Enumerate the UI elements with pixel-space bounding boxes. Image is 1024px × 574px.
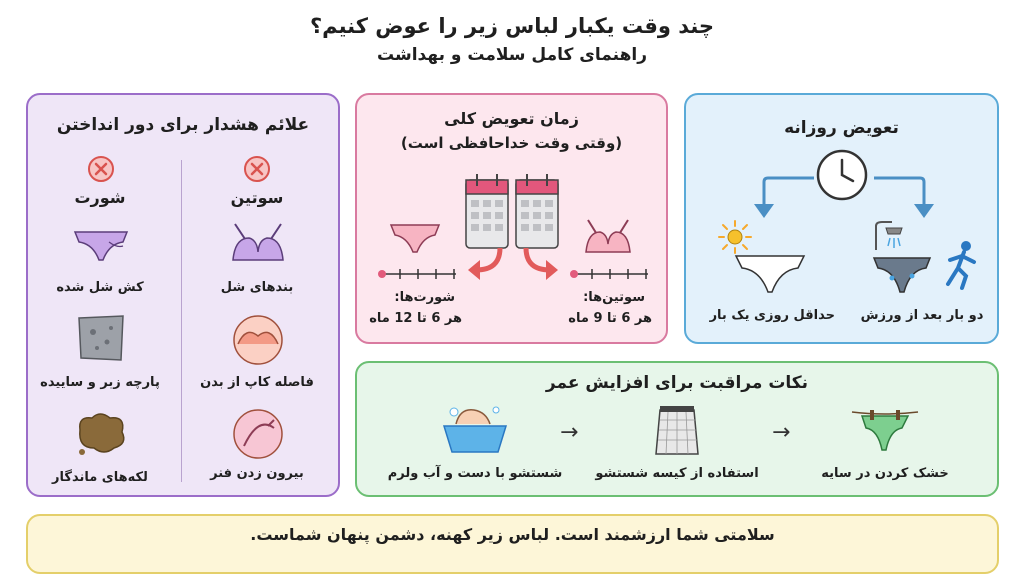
- page-title: چند وقت یکبار لباس زیر را عوض کنیم؟: [309, 14, 715, 38]
- care-step: خشک کردن در سایه: [821, 466, 949, 481]
- sun-icon: [718, 220, 752, 254]
- flow-arrow: →: [772, 420, 791, 445]
- stain-icon: [79, 413, 125, 455]
- footer-text: سلامتی شما ارزشمند است. لباس زیر کهنه، د…: [250, 525, 775, 544]
- shower-icon: [875, 221, 903, 250]
- flow-arrow: →: [560, 420, 579, 445]
- replacement-panel: [355, 93, 668, 344]
- panties-icon: [389, 224, 441, 253]
- panties-label: شورت‌ها:: [394, 290, 455, 305]
- wash-bag-icon: [655, 406, 699, 455]
- daily-panel: [684, 93, 999, 344]
- bras-range: هر 6 تا 9 ماه: [568, 311, 652, 326]
- arrow-right-icon: [523, 247, 558, 280]
- care-step: استفاده از کیسه شستشو: [595, 466, 759, 481]
- panties-icon: [73, 231, 129, 261]
- arrow-left-icon: [468, 247, 503, 280]
- list-item: کش شل شده: [56, 280, 144, 295]
- panties-icon: [872, 257, 932, 293]
- bra-icon: [585, 219, 631, 253]
- underwire-icon: [233, 409, 283, 459]
- runner-icon: [946, 241, 976, 290]
- timeline-panties: [378, 269, 456, 279]
- panties-heading: شورت: [74, 188, 126, 207]
- warning-panel: [26, 93, 340, 497]
- hand-wash-icon: [442, 406, 508, 453]
- list-item: پارچه زبر و ساییده: [40, 375, 160, 390]
- list-item: بیرون زدن فنر: [210, 466, 304, 481]
- calendar-icon: [465, 174, 559, 249]
- arrow-right-icon: [874, 176, 934, 218]
- worn-fabric-icon: [78, 315, 124, 361]
- clothesline-icon: [851, 410, 919, 451]
- footer-banner: [26, 514, 999, 574]
- list-item: لکه‌های ماندگار: [52, 470, 148, 485]
- daily-right-label: دو بار بعد از ورزش: [860, 308, 984, 323]
- bra-icon: [232, 223, 284, 261]
- arrow-left-icon: [754, 176, 814, 218]
- x-circle-icon: [244, 156, 270, 182]
- cup-gap-icon: [233, 315, 283, 365]
- page-subtitle: راهنمای کامل سلامت و بهداشت: [376, 45, 648, 65]
- x-circle-icon: [88, 156, 114, 182]
- daily-title: تعویض روزانه: [784, 118, 899, 138]
- bra-heading: سوتین: [230, 188, 284, 207]
- care-step: شستشو با دست و آب ولرم: [387, 466, 563, 481]
- care-title: نکات مراقبت برای افزایش عمر: [545, 373, 809, 393]
- list-item: بندهای شل: [220, 280, 294, 295]
- panties-range: هر 6 تا 12 ماه: [369, 311, 462, 326]
- timeline-bras: [570, 269, 648, 279]
- bras-label: سوتین‌ها:: [583, 290, 645, 305]
- clock-icon: [816, 149, 868, 201]
- replacement-title: زمان تعویض کلی: [444, 109, 579, 128]
- warning-divider: [181, 160, 182, 482]
- replacement-subtitle: (وقتی وقت خداحافظی است): [400, 134, 623, 152]
- list-item: فاصله کاپ از بدن: [200, 375, 314, 390]
- warning-title: علائم هشدار برای دور انداختن: [56, 115, 310, 135]
- daily-left-label: حداقل روزی یک بار: [709, 308, 835, 323]
- panties-icon: [734, 255, 806, 293]
